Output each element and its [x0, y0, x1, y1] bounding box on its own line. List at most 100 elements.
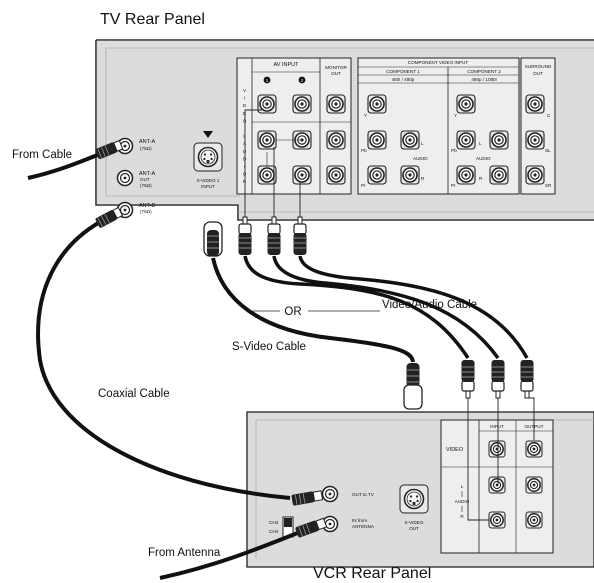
comp2-pb-label: Pb — [451, 148, 457, 153]
ant-a-out-label: ANT-A — [139, 171, 156, 177]
av-input-2-badge — [298, 76, 306, 84]
svideo-input-label-line1: S-VIDEO 1 — [197, 178, 220, 183]
comp1-y-label: Y — [364, 113, 367, 118]
component-2-res-label: 480p / 1080i — [471, 77, 496, 82]
coaxial-cable-label: Coaxial Cable — [98, 388, 170, 400]
comp2-l-label: L — [479, 141, 482, 146]
comp2-pr-jack[interactable] — [456, 165, 476, 185]
vcr-output-video-jack[interactable] — [525, 440, 543, 458]
comp1-pr-jack[interactable] — [367, 165, 387, 185]
out-to-tv-label: OUT to TV — [352, 492, 375, 497]
av-side-letter: E — [243, 111, 246, 116]
ch4-label: CH4 — [269, 529, 279, 534]
surround-sr-jack[interactable] — [525, 165, 545, 185]
comp1-pr-label: Pr — [361, 183, 366, 188]
component-1-res-label: 480i / 480p — [392, 77, 415, 82]
vcr-output-audio-l-jack[interactable] — [525, 476, 543, 494]
vcr-audio-label: AUDIO — [455, 499, 470, 504]
from-cable-coax — [27, 139, 124, 180]
vcr-video-label: VIDEO — [446, 447, 464, 453]
comp1-r-label: R — [421, 176, 425, 181]
from-cable-label: From Cable — [12, 149, 72, 161]
comp2-pr-label: Pr — [451, 183, 456, 188]
comp2-y-jack[interactable] — [456, 94, 476, 114]
ant-a-out-sub2-label: (75Ω) — [140, 183, 152, 188]
vcr-audio-l-label: L — [461, 484, 464, 489]
av-input-1-badge — [263, 76, 271, 84]
av-side-letter: V — [243, 88, 247, 93]
surround-out-label-line2: OUT — [533, 71, 543, 76]
vcr-input-audio-r-jack[interactable] — [488, 511, 506, 529]
svideo-input-label-line2: INPUT — [201, 184, 215, 189]
surround-c-label: C — [547, 113, 551, 118]
monitor-out-label-line2: OUT — [331, 71, 341, 76]
svideo-arrow-icon — [203, 131, 213, 138]
av-side-letter: U — [243, 149, 246, 154]
vcr-out-to-tv-jack[interactable] — [321, 485, 339, 503]
comp1-pb-label: Pb — [361, 148, 367, 153]
ant-a-out-sub1-label: OUT — [140, 177, 150, 182]
comp1-audio-l-jack[interactable] — [400, 130, 420, 150]
svideo-cable-label: S-Video Cable — [232, 341, 306, 353]
vcr-input-label: INPUT — [490, 424, 504, 429]
component-1-label: COMPONENT 1 — [386, 69, 420, 74]
av-input-label: AV INPUT — [274, 62, 300, 68]
monitor-out-video-jack[interactable] — [326, 94, 346, 114]
comp1-y-jack[interactable] — [367, 94, 387, 114]
surround-c-jack[interactable] — [525, 94, 545, 114]
comp2-audio-label: AUDIO — [476, 156, 491, 161]
comp1-audio-label: AUDIO — [413, 156, 428, 161]
surround-sl-jack[interactable] — [525, 130, 545, 150]
ch3-label: CH3 — [269, 520, 279, 525]
video-audio-cable — [237, 216, 535, 399]
ant-b-sub-label: (75Ω) — [140, 209, 152, 214]
guide-lines — [244, 109, 535, 521]
ant-a-in-sub-label: (75Ω) — [140, 146, 152, 151]
surround-out-label-line1: SURROUND — [525, 64, 552, 69]
from-antenna-label: From Antenna — [148, 547, 221, 559]
tv-ant-a-out-jack[interactable] — [116, 169, 134, 187]
vcr-output-audio-r-jack[interactable] — [525, 511, 543, 529]
monitor-out-audio-l-jack[interactable] — [326, 130, 346, 150]
comp2-audio-l-jack[interactable] — [489, 130, 509, 150]
av1-audio-r-jack[interactable] — [257, 165, 277, 185]
vcr-input-audio-l-jack[interactable] — [488, 476, 506, 494]
av1-audio-l-jack[interactable] — [257, 130, 277, 150]
svideo-cable — [203, 221, 423, 410]
in-from-antenna-label-line1: IN from — [352, 518, 367, 523]
monitor-out-audio-r-jack[interactable] — [326, 165, 346, 185]
video-audio-cable-label: Video/Audio Cable — [382, 299, 477, 311]
ant-a-in-label: ANT-A — [139, 139, 156, 145]
comp2-r-label: R — [479, 176, 483, 181]
vcr-input-video-jack[interactable] — [488, 440, 506, 458]
comp1-audio-r-jack[interactable] — [400, 165, 420, 185]
comp1-l-label: L — [421, 141, 424, 146]
av-input-1-label: 1 — [266, 78, 269, 83]
surround-sr-label: SR — [545, 183, 552, 188]
coaxial-cable — [36, 206, 324, 506]
comp1-pb-jack[interactable] — [367, 130, 387, 150]
ant-b-label: ANT-B — [139, 203, 156, 209]
svideo-out-label-line1: S-VIDEO — [405, 520, 424, 525]
av-side-letter: I — [244, 164, 245, 169]
av-side-letter: D — [243, 103, 247, 108]
vcr-rear-panel-title: VCR Rear Panel — [313, 565, 431, 582]
or-label: OR — [284, 306, 301, 318]
from-antenna-coax — [159, 517, 328, 580]
svideo-out-label-line2: OUT — [409, 526, 419, 531]
tv-rear-panel-title: TV Rear Panel — [100, 11, 205, 28]
surround-sl-label: SL — [545, 148, 551, 153]
monitor-out-label-line1: MONITOR — [325, 65, 347, 70]
comp2-pb-jack[interactable] — [456, 130, 476, 150]
vcr-audio-r-label: R — [460, 514, 464, 519]
in-from-antenna-label-line2: ANTENNA — [352, 524, 375, 529]
tv-svideo-input-jack[interactable] — [193, 142, 223, 172]
comp2-audio-r-jack[interactable] — [489, 165, 509, 185]
av2-audio-r-jack[interactable] — [292, 165, 312, 185]
av2-video-jack[interactable] — [292, 94, 312, 114]
vcr-svideo-out-jack[interactable] — [399, 484, 429, 514]
component-2-label: COMPONENT 2 — [467, 69, 501, 74]
av-input-2-label: 2 — [301, 78, 304, 83]
comp2-y-label: Y — [454, 113, 457, 118]
